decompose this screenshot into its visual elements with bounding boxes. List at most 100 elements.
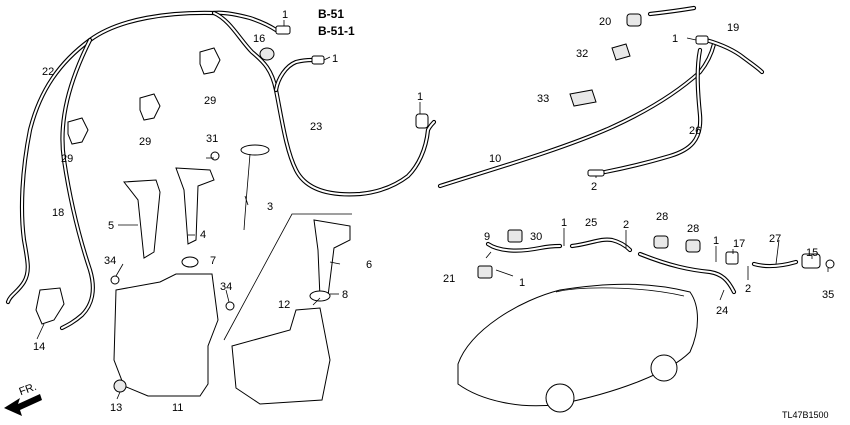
clip-28-b [685,239,701,253]
callout-4: 4 [200,229,206,241]
callout-17: 17 [733,238,745,250]
callout-1: 1 [561,217,567,229]
hose-10-top [647,5,697,17]
inset-frame [223,213,352,341]
seal-7 [181,256,199,268]
seal-8 [309,290,331,302]
callout-28: 28 [656,211,668,223]
diagram-code: TL47B1500 [782,410,829,420]
pad-32 [611,43,631,61]
clip-21 [477,265,493,279]
callout-13: 13 [110,402,122,414]
callout-18: 18 [52,207,64,219]
clip-28-a [653,235,669,249]
callout-5: 5 [108,220,114,232]
callout-1: 1 [332,53,338,65]
ref-b51: B-51 [318,7,344,21]
filler-neck-4 [175,167,215,245]
hose-9 [485,241,563,253]
callout-27: 27 [769,233,781,245]
callout-30: 30 [530,231,542,243]
callout-31: 31 [206,133,218,145]
clip-29-mid [139,93,161,121]
callout-21: 21 [443,273,455,285]
bolt-31 [210,151,220,161]
hose-10 [437,41,717,189]
clip-30 [507,229,523,243]
bolt-34-left [110,275,120,285]
callout-2: 2 [623,219,629,231]
bolt-35 [825,259,835,269]
callout-8: 8 [342,289,348,301]
clip-16 [259,47,275,61]
hose-19 [703,37,765,75]
callout-1: 1 [519,277,525,289]
callout-22: 22 [42,66,54,78]
hose-27 [751,259,799,269]
callout-29: 29 [204,95,216,107]
joint-1-right [695,35,709,45]
callout-1: 1 [282,9,288,21]
cap-3 [240,144,270,231]
callout-34: 34 [104,255,116,267]
ref-b51-1: B-51-1 [318,24,355,38]
pump-14 [35,287,65,325]
filler-neck-6 [313,219,351,299]
callout-11: 11 [172,402,183,414]
callout-3: 3 [267,201,273,213]
hose-22 [5,10,217,305]
joint-2-right [587,169,605,177]
callout-35: 35 [822,289,834,301]
nozzle-1-center [415,113,429,129]
callout-29: 29 [61,153,73,165]
clip-29-left [67,117,89,145]
filler-neck-5 [123,179,161,259]
joint-17 [725,251,739,265]
callout-9: 9 [484,231,490,243]
reservoir-11 [113,273,219,397]
callout-20: 20 [599,16,611,28]
callout-25: 25 [585,217,597,229]
callout-1: 1 [713,235,719,247]
callout-28: 28 [687,223,699,235]
callout-19: 19 [727,22,739,34]
front-label: FR. [18,381,39,398]
cap-13 [113,379,127,393]
callout-10: 10 [489,153,501,165]
hose-26 [602,47,703,175]
callout-34: 34 [220,281,232,293]
callout-1: 1 [417,91,423,103]
callout-26: 26 [689,125,701,137]
callout-33: 33 [537,93,549,105]
callout-15: 15 [806,247,818,259]
callout-16: 16 [253,33,265,45]
callout-14: 14 [33,341,45,353]
leader-lines [36,20,829,400]
callout-12: 12 [278,299,290,311]
hose-25 [569,237,633,253]
callout-6: 6 [366,259,372,271]
hose-top-arch [211,10,279,33]
clip-20 [626,13,642,27]
car-illustration [457,283,698,413]
callout-7: 7 [210,255,216,267]
hose-24 [637,251,737,295]
callout-29: 29 [139,136,151,148]
callout-1: 1 [672,33,678,45]
callout-23: 23 [310,121,322,133]
hose-23-branch [273,57,315,93]
pad-33 [569,89,597,107]
hose-23 [211,10,437,197]
bolt-34-right [225,301,235,311]
reservoir-inset [231,307,331,405]
front-direction-indicator: FR. [4,381,42,416]
joint-top-b51 [275,25,291,35]
callout-2: 2 [591,181,597,193]
nozzle-15 [801,253,821,269]
callout-24: 24 [716,305,728,317]
clip-29-top [199,47,221,75]
callout-2: 2 [745,283,751,295]
callout-32: 32 [576,48,588,60]
nozzle-1-left [311,55,325,65]
